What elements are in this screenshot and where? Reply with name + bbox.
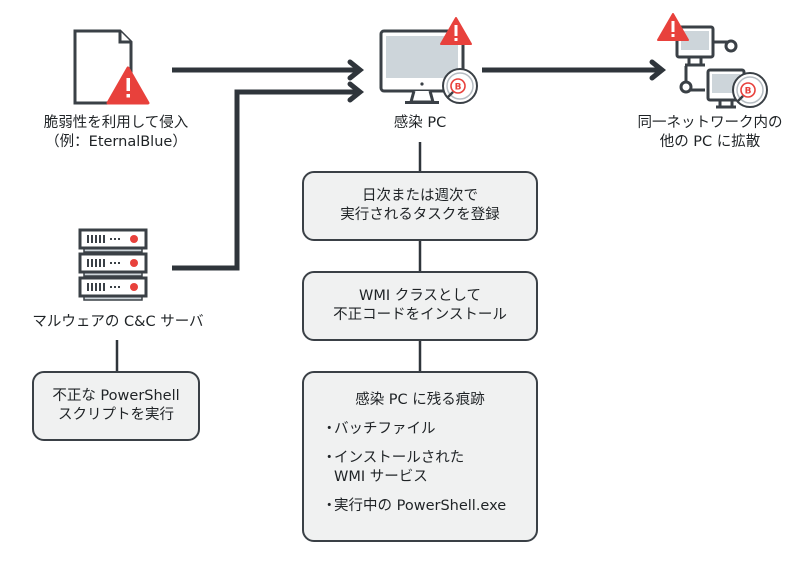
task-box: 日次または週次で 実行されるタスクを登録 [302,171,538,241]
box-text-line: 不正コードをインストール [333,307,507,323]
exploit-label-line: （例：EternalBlue） [45,134,187,150]
box-text-line: 実行されるタスクを登録 [340,207,500,223]
list-item: ・ インストールされた WMI サービス [322,449,536,487]
svg-text:B: B [455,83,462,93]
infected-pc-label-line: 感染 PC [393,115,447,131]
spread-label-line: 他の PC に拡散 [659,134,761,150]
trace-text: WMI サービス [334,469,428,485]
svg-text:B: B [745,87,752,97]
spread-label-line: 同一ネットワーク内の [637,115,783,131]
trace-text: インストールされた [334,450,465,466]
trace-text: 実行中の PowerShell.exe [334,498,507,514]
arrowhead-exploit [347,59,365,81]
traces-box: 感染 PC に残る痕跡 ・ バッチファイル ・ インストールされた WMI サー… [302,371,538,542]
arrowhead-server [347,81,365,103]
wmi-box: WMI クラスとして 不正コードをインストール [302,271,538,341]
box-text-line: 不正な PowerShell [52,388,180,404]
exploit-label-line: 脆弱性を利用して侵入 [43,115,189,131]
box-text-line: 日次または週次で [362,188,478,204]
spread-label: 同一ネットワーク内の 他の PC に拡散 [612,114,808,152]
bullet: ・ [322,450,337,466]
network-monitors-icon: B [657,13,768,109]
exploit-label: 脆弱性を利用して侵入 （例：EternalBlue） [0,114,232,152]
document-warning-icon [73,29,150,105]
trace-text: バッチファイル [334,421,436,437]
cc-server-label: マルウェアの C&C サーバ [0,313,236,332]
bullet: ・ [322,421,337,437]
box-text-line: スクリプトを実行 [58,407,174,423]
infected-pc-label: 感染 PC [360,114,480,133]
list-item: ・ 実行中の PowerShell.exe [322,497,536,516]
server-stack-icon [78,228,148,301]
box-text-line: WMI クラスとして [358,288,481,304]
infected-monitor-icon: B [379,17,478,104]
cc-server-label-line: マルウェアの C&C サーバ [32,314,204,330]
list-item: ・ バッチファイル [322,420,536,439]
traces-title: 感染 PC に残る痕跡 [355,392,485,408]
bullet: ・ [322,498,337,514]
powershell-box: 不正な PowerShell スクリプトを実行 [32,371,200,441]
arrow-server-to-pc [172,89,358,271]
arrowhead-spread [649,59,667,81]
traces-list: ・ バッチファイル ・ インストールされた WMI サービス ・ 実行中の Po… [304,420,536,526]
